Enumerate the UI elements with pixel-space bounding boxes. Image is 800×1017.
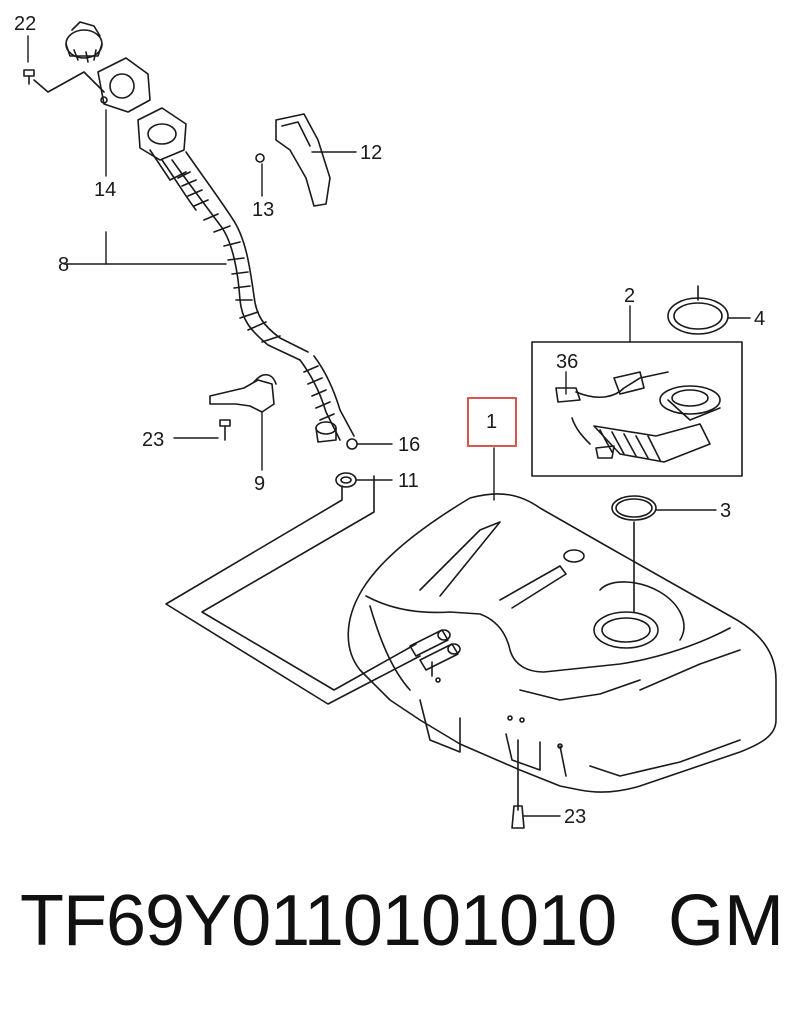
part-number: TF69Y0110101010 xyxy=(20,881,617,961)
brand-label: GM xyxy=(668,881,784,961)
bolt-23-lower xyxy=(511,739,525,829)
highlight-box-part-1 xyxy=(467,397,517,447)
fuel-tank xyxy=(347,493,777,793)
callout-16: 16 xyxy=(398,434,420,456)
bolt-23-upper xyxy=(219,419,231,441)
lock-ring-4 xyxy=(667,285,729,335)
callout-12: 12 xyxy=(360,142,382,164)
callout-4: 4 xyxy=(754,308,765,330)
leader-lines xyxy=(27,35,751,817)
callout-3: 3 xyxy=(720,500,731,522)
tank-inlet-pipes xyxy=(409,629,461,677)
callout-1: 1 xyxy=(486,411,497,433)
filler-cap xyxy=(65,21,103,63)
callout-23-upper: 23 xyxy=(142,429,164,451)
leader-22-bolt xyxy=(33,71,105,93)
fuel-pump-module xyxy=(555,371,721,463)
callout-13: 13 xyxy=(252,199,274,221)
bracket-12 xyxy=(275,113,331,207)
hose-lower-end xyxy=(315,421,337,443)
callout-9: 9 xyxy=(254,473,265,495)
hose-bracket-9 xyxy=(209,373,277,413)
gasket-3 xyxy=(611,495,657,521)
nut-13 xyxy=(255,153,265,163)
filler-hose xyxy=(171,151,309,361)
clamp-11 xyxy=(335,472,357,488)
fuel-tank-exploded-diagram: 22 14 8 12 13 2 4 36 1 3 23 16 9 11 23 xyxy=(14,13,777,829)
callout-14: 14 xyxy=(94,179,116,201)
callout-22: 22 xyxy=(14,13,36,35)
callout-36: 36 xyxy=(556,351,578,373)
clamp-16 xyxy=(346,438,358,450)
callout-23-lower: 23 xyxy=(564,806,586,828)
filler-flange xyxy=(97,57,151,113)
fuel-pump-assembly-box xyxy=(531,341,743,477)
filler-neck-housing xyxy=(137,107,187,181)
callout-8: 8 xyxy=(58,254,69,276)
bolt-22 xyxy=(23,69,35,85)
vent-tube xyxy=(161,159,355,441)
hose-routing-outline xyxy=(165,475,421,705)
callout-2: 2 xyxy=(624,285,635,307)
callout-11: 11 xyxy=(398,470,419,492)
